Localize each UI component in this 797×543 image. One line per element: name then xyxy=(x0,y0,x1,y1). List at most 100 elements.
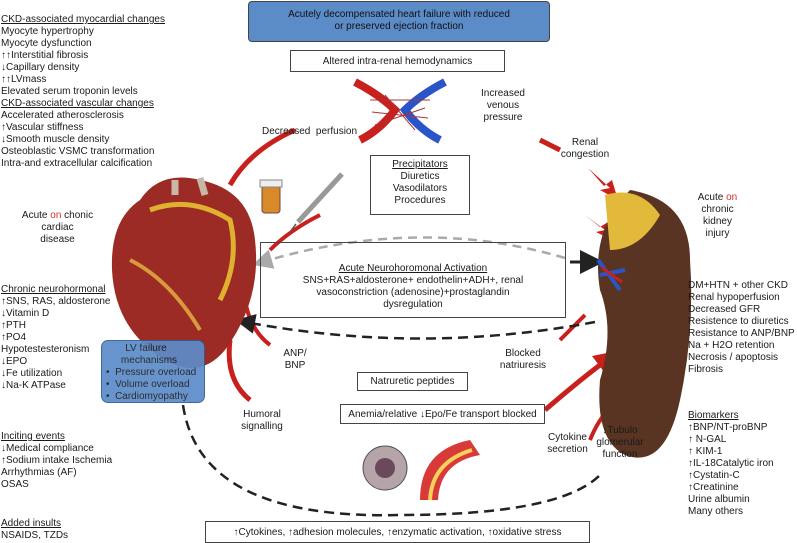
list-item: NSAIDS, TZDs xyxy=(1,530,69,541)
list-item: ↑IL-18Catalytic iron xyxy=(688,458,774,469)
precipitator-item: Diuretics xyxy=(400,171,440,182)
list-item: ↓EPO xyxy=(1,356,28,367)
label-part: Acute xyxy=(21,210,51,221)
lv-failure-title: mechanisms xyxy=(120,355,178,366)
pill-bottle-illustration xyxy=(259,179,283,214)
vessel-network-illustration xyxy=(353,78,447,144)
list-item: ↑Sodium intake Ischemia xyxy=(1,455,113,466)
heading: Chronic neurohormonal xyxy=(1,284,106,295)
list-item: Resistance to ANP/BNP xyxy=(688,328,795,339)
heading: Biomarkers xyxy=(688,410,739,421)
label-line: kidney xyxy=(703,216,732,227)
ckd-changes-list: CKD-associated myocardial changes Myocyt… xyxy=(1,14,165,170)
list-item: ↓Vitamin D xyxy=(1,308,50,319)
list-item: ↓Medical compliance xyxy=(1,443,94,454)
list-item: Myocyte dysfunction xyxy=(1,38,92,49)
arc-bottom-right xyxy=(543,363,602,412)
list-item: ↑PO4 xyxy=(1,332,27,343)
acute-cardiac-label: Acute on chonic cardiac disease xyxy=(10,210,105,246)
list-item: Accelerated atherosclerosis xyxy=(1,110,124,121)
list-item: Many others xyxy=(688,506,744,517)
neurohormonal-line: dysregulation xyxy=(383,299,443,310)
list-item: ↑Vascular stiffness xyxy=(1,122,84,133)
decreased-perfusion-label: Decreased perfusion xyxy=(262,126,358,137)
anemia-box: Anemia/relative ↓Epo/Fe transport blocke… xyxy=(340,404,545,424)
label-line: secretion xyxy=(547,444,588,455)
label-line: injury xyxy=(705,228,730,239)
dashed-arrow-black xyxy=(235,314,596,340)
label-line: ↓Tubulo xyxy=(602,425,638,436)
blocked-natriuresis-label: Blocked natriuresis xyxy=(493,348,553,372)
arrow-renal-congestion xyxy=(588,168,618,200)
list-item: ↑↑Interstitial fibrosis xyxy=(1,50,89,61)
list-item: ↑Cystatin-C xyxy=(688,470,740,481)
blood-cell-illustration xyxy=(362,445,408,491)
lv-failure-item: • Pressure overload xyxy=(106,367,197,378)
label-line: glomerular xyxy=(596,437,644,448)
list-item: Necrosis / apoptosis xyxy=(688,352,779,363)
list-item: ↑↑LVmass xyxy=(1,74,47,85)
bottom-box: ↑Cytokines, ↑adhesion molecules, ↑enzyma… xyxy=(205,521,590,543)
label-line: ANP/ xyxy=(283,348,307,359)
tubulo-glomerular-label: ↓Tubulo glomerular function xyxy=(590,425,650,461)
neurohormonal-line: vasoconstriction (adenosine)+prostagland… xyxy=(316,287,510,298)
label-line: cardiac xyxy=(41,222,74,233)
list-item: Fibrosis xyxy=(688,364,724,375)
label-on: on xyxy=(726,192,738,203)
item-text: Volume overload xyxy=(115,379,190,390)
lv-failure-item: • Cardiomyopathy xyxy=(106,391,188,402)
list-item: Urine albumin xyxy=(688,494,750,505)
increased-venous-pressure-label: Increased venous pressure xyxy=(478,88,528,124)
list-item: Elevated serum troponin levels xyxy=(1,86,138,97)
anp-bnp-label: ANP/ BNP xyxy=(275,348,315,372)
humoral-signalling-label: Humoral signalling xyxy=(232,409,292,433)
list-item: Myocyte hypertrophy xyxy=(1,26,94,37)
renal-factors-list: DM+HTN + other CKD Renal hypoperfusion D… xyxy=(688,280,795,376)
label-on: on xyxy=(50,210,62,221)
title-line2: or preserved ejection fraction xyxy=(334,21,464,32)
inciting-events-list: Inciting events ↓Medical compliance ↑Sod… xyxy=(1,431,112,491)
list-item: ↑ N-GAL xyxy=(688,434,727,445)
precipitator-item: Vasodilators xyxy=(392,183,448,194)
label-line: Humoral xyxy=(243,409,281,420)
natriuretic-box: Natruretic peptides xyxy=(357,372,468,391)
acute-kidney-label: Acute on chronic kidney injury xyxy=(690,192,745,240)
lv-failure-title: LV failure xyxy=(125,343,167,354)
heading: Inciting events xyxy=(1,431,65,442)
list-item: ↓Smooth muscle density xyxy=(1,134,110,145)
biomarkers-list: Biomarkers ↑BNP/NT-proBNP ↑ N-GAL ↑ KIM-… xyxy=(688,410,774,518)
list-item: ↑SNS, RAS, aldosterone xyxy=(1,296,111,307)
kidney-illustration xyxy=(596,190,692,458)
title-box: Acutely decompensated heart failure with… xyxy=(248,1,550,42)
label-part: Acute xyxy=(697,192,727,203)
added-insults-list: Added insults NSAIDS, TZDs xyxy=(1,518,68,542)
arc-perfusion xyxy=(227,127,297,187)
label-line: Cytokine xyxy=(548,432,587,443)
list-item: Renal hypoperfusion xyxy=(688,292,780,303)
cytokine-secretion-label: Cytokine secretion xyxy=(540,432,595,456)
list-item: Decreased GFR xyxy=(688,304,761,315)
label-line: Renal xyxy=(571,137,599,148)
heading: Added insults xyxy=(1,518,62,529)
artery-cross-section-illustration xyxy=(420,440,480,501)
label-line: disease xyxy=(40,234,75,245)
label-part: chonic xyxy=(61,210,94,221)
list-item: DM+HTN + other CKD xyxy=(688,280,789,291)
label-line: function xyxy=(602,449,638,460)
chronic-neurohormonal-list: Chronic neurohormonal ↑SNS, RAS, aldoste… xyxy=(1,284,111,392)
label-line: Blocked xyxy=(505,348,541,359)
list-item: ↑PTH xyxy=(1,320,26,331)
precipitator-item: Procedures xyxy=(394,195,446,206)
lv-failure-item: • Volume overload xyxy=(106,379,190,390)
lv-failure-box: LV failure mechanisms • Pressure overloa… xyxy=(101,340,205,403)
list-item: ↑ KIM-1 xyxy=(688,446,723,457)
title-line1: Acutely decompensated heart failure with… xyxy=(288,9,510,20)
heart-illustration xyxy=(111,177,257,368)
precipitators-box: Precipitators Diuretics Vasodilators Pro… xyxy=(370,155,470,215)
label-line: natriuresis xyxy=(499,360,547,371)
arc-top-left xyxy=(215,125,262,145)
label-line: signalling xyxy=(241,421,283,432)
neurohormonal-box: Acute Neurohoromonal Activation SNS+RAS+… xyxy=(260,242,566,318)
hemodynamics-box: Altered intra-renal hemodynamics xyxy=(290,50,505,72)
